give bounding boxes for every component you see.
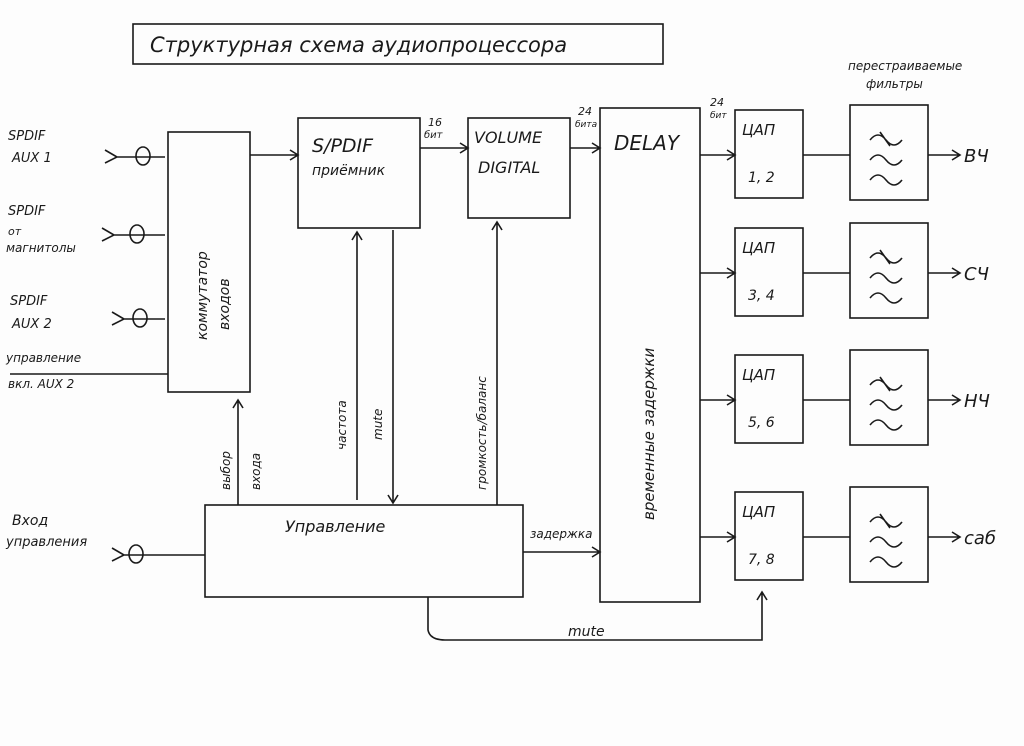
select-input-arrow [232,398,244,505]
connector-icon [128,544,144,564]
dac-label: ЦАП [742,121,775,139]
filter-icon [869,513,903,568]
input-radio: SPDIF от магнитолы [6,204,165,255]
input-aux2: SPDIF AUX 2 [10,294,165,332]
svg-text:управление: управление [5,351,81,365]
svg-text:SPDIF: SPDIF [8,129,46,144]
channel-4: ЦАП 7, 8 саб [700,486,996,583]
diagram-title: Структурная схема аудиопроцессора [150,33,567,57]
connector-icon [132,308,148,328]
tunable-filter-block [849,104,929,201]
svg-text:задержка: задержка [530,527,592,541]
svg-text:громкость/баланс: громкость/баланс [475,376,489,490]
svg-text:входа: входа [249,453,263,490]
dac-block [734,109,804,199]
svg-text:фильтры: фильтры [866,77,923,91]
delay-block [599,107,701,603]
dac-label: ЦАП [742,366,775,384]
filter-icon [869,131,903,186]
connector-icon [135,146,151,166]
dac-block [734,227,804,317]
title-frame [132,23,664,65]
svg-text:DIGITAL: DIGITAL [478,158,540,177]
delay-title: DELAY [614,131,681,155]
svg-text:mute: mute [568,624,605,640]
delay-subtitle: временные задержки [640,348,658,520]
svg-text:16: 16 [428,116,442,129]
svg-text:выбор: выбор [219,451,233,490]
svg-text:24: 24 [710,96,724,109]
output-label: саб [964,528,996,549]
dac-label: ЦАП [742,503,775,521]
svg-text:SPDIF: SPDIF [10,294,48,309]
filter-icon [869,376,903,431]
control-block [204,504,524,598]
channel-2: ЦАП 3, 4 СЧ [700,222,989,319]
connector-icon [129,224,145,244]
tunable-filter-block [849,486,929,583]
svg-text:управления: управления [5,535,87,550]
channel-3: ЦАП 5, 6 НЧ [700,349,990,446]
input-aux1: SPDIF AUX 1 [8,129,165,166]
svg-text:бита: бита [575,120,597,130]
svg-text:Вход: Вход [12,513,48,529]
input-switch-label: коммутатор входов [195,251,233,340]
output-label: СЧ [964,264,989,285]
tunable-filter-block [849,349,929,446]
input-control: Вход управления [5,513,205,564]
receiver-subtitle: приёмник [312,163,386,179]
filter-icon [869,249,903,304]
mute-dac-arrow [427,590,768,641]
dac-channels: 1, 2 [748,170,775,186]
filters-header: перестраиваемые [848,59,962,73]
svg-text:коммутатор: коммутатор [195,251,211,340]
svg-text:входов: входов [217,278,233,330]
dac-channels: 7, 8 [748,552,775,568]
channel-1: ЦАП 1, 2 ВЧ [700,104,989,201]
frequency-arrow [351,230,363,500]
svg-text:вкл. AUX 2: вкл. AUX 2 [8,377,74,391]
svg-text:VOLUME: VOLUME [474,128,543,147]
svg-text:магнитолы: магнитолы [6,241,76,255]
receiver-title: S/PDIF [312,135,374,157]
svg-text:частота: частота [335,400,349,450]
tunable-filter-block [849,222,929,319]
output-label: ВЧ [964,146,989,167]
dac-block [734,354,804,444]
dac-block [734,491,804,581]
dac-channels: 3, 4 [748,288,775,304]
spdif-receiver-block [297,117,421,229]
dac-channels: 5, 6 [748,415,775,431]
svg-text:бит: бит [424,129,444,141]
volume-balance-arrow [491,220,503,505]
dac-label: ЦАП [742,239,775,257]
svg-text:от: от [8,225,22,238]
input-switch-block [167,131,251,393]
svg-text:SPDIF: SPDIF [8,204,46,219]
mute-arrow [387,230,399,505]
delay-arrow [523,546,602,558]
volume-digital-block [467,117,571,219]
svg-text:24: 24 [578,105,592,118]
svg-text:бит: бит [710,111,727,121]
input-aux2-control: управление вкл. AUX 2 [5,351,168,391]
svg-text:mute: mute [371,409,385,440]
svg-text:AUX 1: AUX 1 [11,151,52,166]
output-label: НЧ [964,391,990,412]
control-title: Управление [285,517,386,536]
svg-text:AUX 2: AUX 2 [11,317,52,332]
